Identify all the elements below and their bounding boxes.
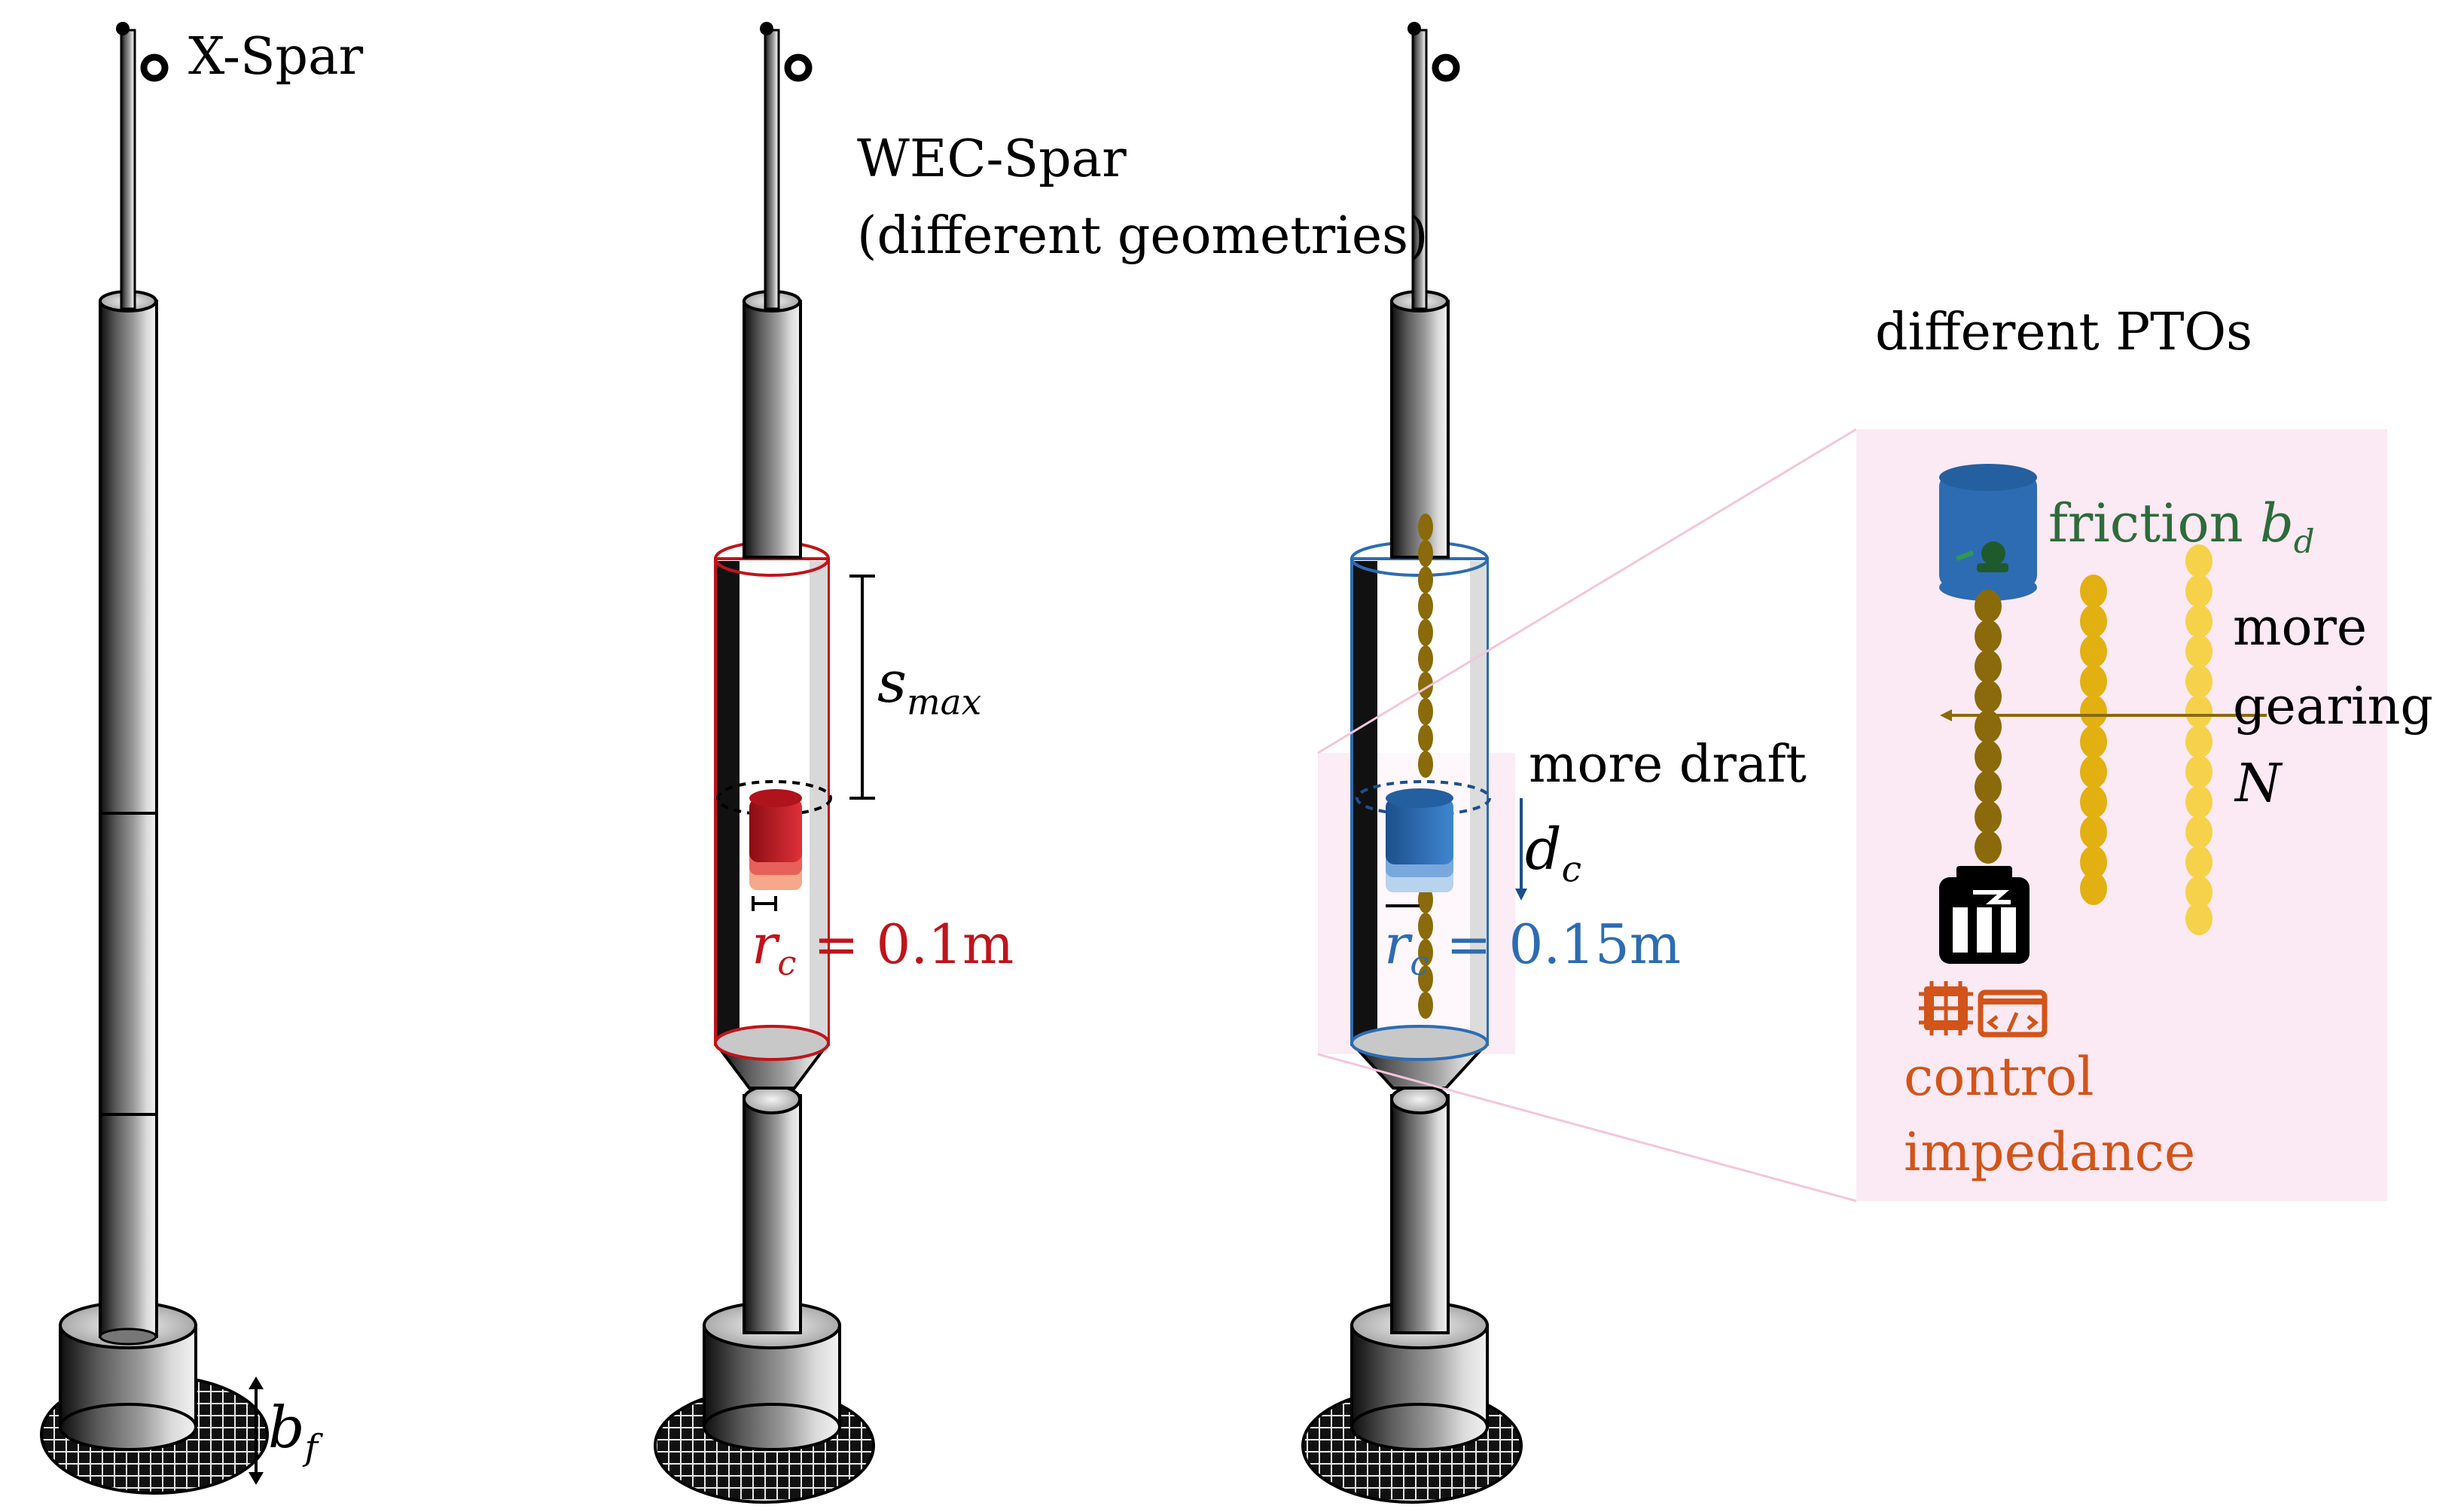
rc-red-label: rc = 0.1m xyxy=(752,917,1014,980)
rc-blue-label: rc = 0.15m xyxy=(1384,917,1681,980)
wec-spar-label: WEC-Spar xyxy=(857,130,1127,189)
n-label: N xyxy=(2235,752,2282,814)
friction-var: b xyxy=(2259,492,2294,554)
wec-spar-sublabel: (different geometries) xyxy=(857,206,1429,266)
s-max-label: smax xyxy=(877,654,981,721)
pto-gear-rack xyxy=(1975,590,2002,864)
more-label: more xyxy=(2233,598,2368,657)
generator-icon xyxy=(1939,464,2037,601)
blue-heave-plate xyxy=(1386,798,1453,864)
wec-spar-red xyxy=(654,22,875,1504)
d-c-sub: c xyxy=(1561,849,1582,891)
gearing-arrow xyxy=(1940,709,2267,721)
rc-blue-var: r xyxy=(1384,913,1410,976)
s-max-var: s xyxy=(877,648,907,715)
code-icon xyxy=(1978,989,2048,1038)
gear-rack xyxy=(1418,514,1433,1019)
xspar-structure xyxy=(40,22,269,1495)
wec-spar-blue xyxy=(1301,22,1527,1504)
chip-icon xyxy=(1919,981,1973,1035)
gold-gear-rack xyxy=(2080,575,2107,905)
friction-brake-icon xyxy=(1955,541,2008,572)
rc-blue-value: = 0.15m xyxy=(1429,913,1682,976)
rc-red-var: r xyxy=(752,913,778,976)
impedance-label: impedance xyxy=(1904,1121,2196,1183)
friction-text: friction xyxy=(2048,492,2260,554)
more-draft-label: more draft xyxy=(1529,735,1807,794)
rc-blue-sub: c xyxy=(1410,943,1429,983)
main-column xyxy=(99,300,158,1338)
anchor-icon xyxy=(140,53,169,82)
xspar-label: X-Spar xyxy=(188,27,364,87)
light-gold-gear-rack xyxy=(2185,544,2213,935)
rc-red-value: = 0.1m xyxy=(796,913,1014,976)
gearing-label: gearing xyxy=(2233,677,2433,736)
d-c-label: dc xyxy=(1525,821,1581,888)
b-f-sub: f xyxy=(304,1427,319,1469)
friction-label: friction bd xyxy=(2048,497,2315,559)
b-f-label: bf xyxy=(268,1399,318,1466)
different-ptos-label: different PTOs xyxy=(1875,303,2253,362)
s-max-sub: max xyxy=(907,681,982,724)
control-label: control xyxy=(1904,1046,2094,1108)
red-heave-plate xyxy=(749,798,802,862)
mast xyxy=(120,29,136,310)
rc-red-sub: c xyxy=(777,943,797,983)
battery-icon xyxy=(1939,866,2030,964)
friction-sub: d xyxy=(2293,523,2315,562)
b-f-var: b xyxy=(268,1394,305,1461)
d-c-var: d xyxy=(1525,815,1562,883)
